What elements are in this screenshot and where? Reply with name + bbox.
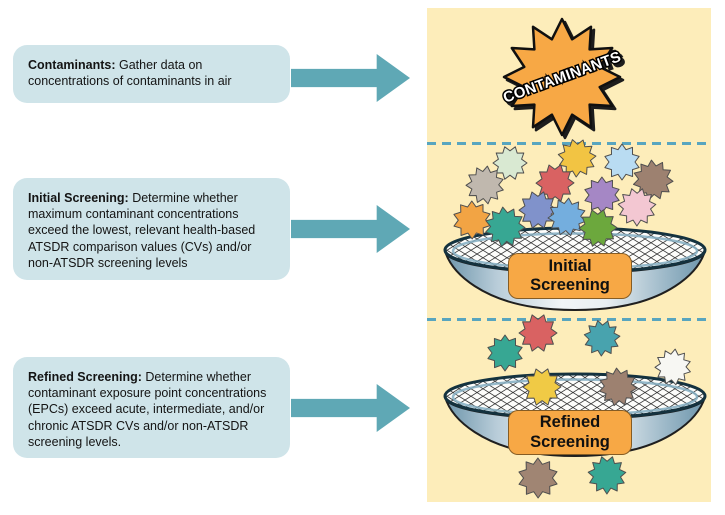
contaminant-burst-icon — [547, 197, 586, 237]
contaminant-burst-icon — [518, 457, 558, 499]
step-text-initial-screening: Initial Screening: Determine whether max… — [28, 190, 277, 271]
refined-screening-label: Refined Screening — [508, 410, 632, 455]
contaminant-burst-icon — [587, 456, 627, 495]
contaminant-burst-icon — [599, 367, 638, 407]
contaminant-burst-icon — [485, 206, 526, 248]
initial-screening-label: Initial Screening — [508, 253, 632, 299]
refined-screening-label-line1: Refined — [539, 413, 601, 431]
refined-screening-label-line2: Screening — [530, 432, 610, 451]
initial-screening-label-line2: Screening — [530, 276, 610, 294]
step-title-contaminants: Contaminants: — [28, 58, 116, 72]
contaminant-burst-icon — [578, 209, 618, 247]
step-box-initial-screening: Initial Screening: Determine whether max… — [13, 178, 290, 280]
step-box-contaminants: Contaminants: Gather data on concentrati… — [13, 45, 290, 103]
contaminant-burst-icon — [522, 368, 562, 406]
dashed-divider — [427, 318, 711, 321]
contaminant-burst-icon — [633, 159, 674, 201]
contaminant-burst-icon — [584, 176, 620, 214]
step-text-contaminants: Contaminants: Gather data on concentrati… — [28, 57, 277, 89]
step-desc-initial-screening: Determine whether maximum contaminant co… — [28, 191, 256, 270]
contaminant-burst-icon — [557, 139, 597, 178]
step-text-refined-screening: Refined Screening: Determine whether con… — [28, 369, 277, 450]
right-arrow-icon — [291, 54, 410, 102]
contaminants-starburst-icon: CONTAMINANTS — [499, 17, 625, 137]
contaminant-burst-icon — [654, 348, 691, 386]
contaminant-burst-icon — [453, 200, 491, 240]
contaminant-burst-icon — [492, 146, 528, 180]
right-arrow-icon — [291, 205, 410, 253]
step-box-refined-screening: Refined Screening: Determine whether con… — [13, 357, 290, 458]
illustration-panel: CONTAMINANTS — [427, 8, 711, 502]
contaminant-burst-icon — [518, 314, 558, 352]
right-arrow-icon — [291, 384, 410, 432]
contaminant-burst-icon — [535, 164, 575, 202]
step-title-refined-screening: Refined Screening: — [28, 370, 142, 384]
contaminant-burst-icon — [465, 165, 504, 205]
dashed-divider — [427, 142, 711, 145]
contaminant-burst-icon — [487, 334, 523, 372]
contaminant-burst-icon — [604, 143, 640, 181]
step-desc-refined-screening: Determine whether contaminant exposure p… — [28, 370, 267, 449]
initial-screening-label-line1: Initial — [548, 256, 592, 275]
step-desc-contaminants: Gather data on concentrations of contami… — [28, 58, 232, 89]
step-title-initial-screening: Initial Screening: — [28, 191, 129, 205]
contaminant-burst-icon — [617, 188, 657, 227]
contaminant-burst-icon — [583, 320, 621, 357]
